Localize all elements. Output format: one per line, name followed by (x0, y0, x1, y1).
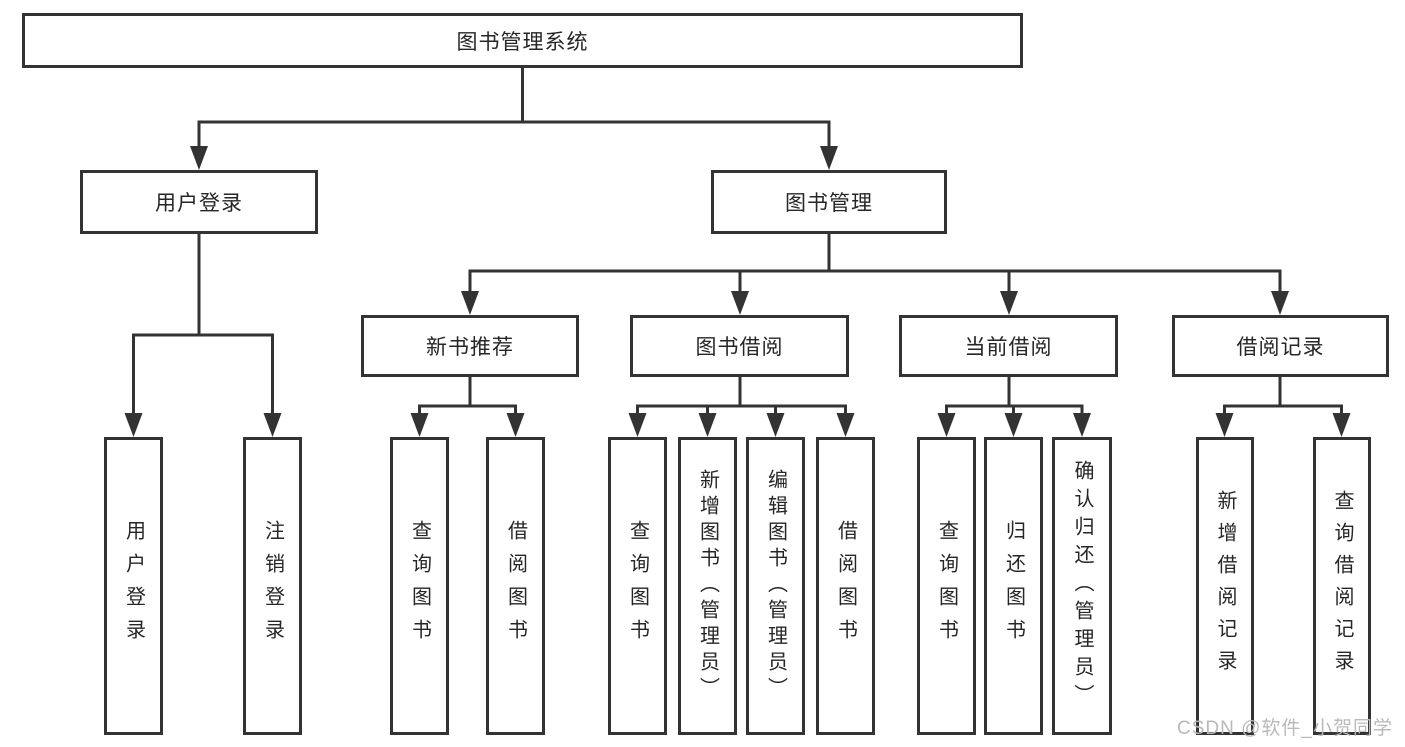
node-label: 借阅记录 (1236, 336, 1325, 359)
leaf-borrowing-borrow-book: 借阅图书 (816, 437, 875, 735)
node-label: 查询图书 (626, 520, 649, 652)
node-new-book-recommend: 新书推荐 (361, 315, 579, 377)
node-label: 用户登录 (122, 520, 145, 652)
leaf-user-login: 用户登录 (104, 437, 163, 735)
node-label: 注销登录 (261, 520, 284, 652)
leaf-record-add-borrow-record: 新增借阅记录 (1196, 437, 1254, 735)
node-label: 借阅图书 (834, 520, 857, 652)
leaf-record-query-borrow-record: 查询借阅记录 (1313, 437, 1371, 735)
node-label: 用户登录 (155, 192, 243, 215)
node-label: 图书管理 (785, 192, 873, 215)
leaf-borrowing-query-book: 查询图书 (608, 437, 667, 735)
leaf-borrowing-edit-book-admin: 编辑图书（管理员） (746, 437, 805, 735)
node-label: 新增图书（管理员） (696, 469, 719, 703)
node-user-login: 用户登录 (80, 170, 318, 234)
node-label: 查询图书 (935, 520, 958, 652)
node-label: 借阅图书 (504, 520, 527, 652)
node-label: 新增借阅记录 (1214, 490, 1236, 682)
leaf-borrowing-add-book-admin: 新增图书（管理员） (678, 437, 737, 735)
leaf-logout: 注销登录 (243, 437, 302, 735)
leaf-current-confirm-return-admin: 确认归还（管理员） (1052, 437, 1112, 735)
node-label: 图书管理系统 (456, 30, 589, 54)
node-borrowing-records: 借阅记录 (1172, 315, 1389, 377)
node-current-borrowing: 当前借阅 (899, 315, 1118, 377)
node-label: 编辑图书（管理员） (764, 469, 787, 703)
leaf-recommend-query-book: 查询图书 (390, 437, 449, 735)
node-book-borrowing: 图书借阅 (630, 315, 849, 377)
node-label: 图书借阅 (695, 336, 784, 359)
csdn-watermark: CSDN @软件_小贺同学 (1177, 718, 1393, 739)
node-book-management: 图书管理 (711, 170, 947, 234)
node-label: 查询借阅记录 (1331, 490, 1353, 682)
node-library-management-system: 图书管理系统 (22, 13, 1023, 68)
leaf-current-query-book: 查询图书 (917, 437, 976, 735)
leaf-recommend-borrow-book: 借阅图书 (486, 437, 545, 735)
node-label: 当前借阅 (964, 336, 1053, 359)
leaf-current-return-book: 归还图书 (984, 437, 1043, 735)
node-label: 查询图书 (408, 520, 431, 652)
node-label: 新书推荐 (426, 336, 514, 359)
node-label: 确认归还（管理员） (1071, 460, 1093, 712)
node-label: 归还图书 (1002, 520, 1025, 652)
